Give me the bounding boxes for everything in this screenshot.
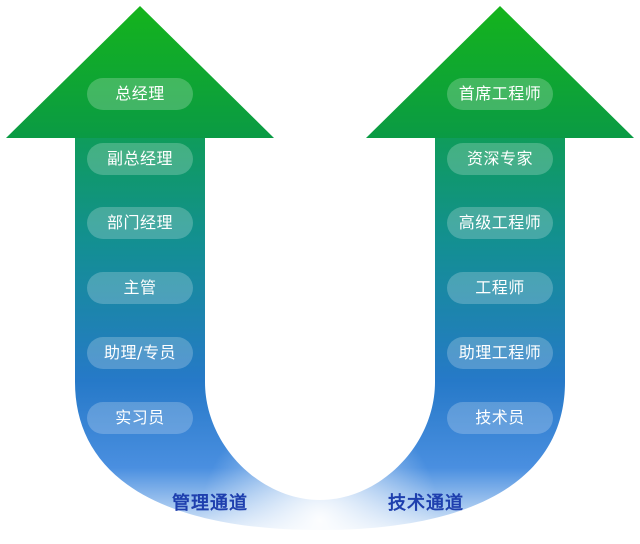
management-level-2: 副总经理: [87, 143, 193, 175]
u-body: [75, 135, 565, 530]
technical-level-6: 技术员: [447, 402, 553, 434]
left-arrow-head: [6, 6, 274, 138]
technical-level-5: 助理工程师: [447, 337, 553, 369]
technical-track-label: 技术通道: [388, 493, 464, 514]
management-level-1: 总经理: [87, 78, 193, 110]
management-track-label: 管理通道: [172, 493, 248, 514]
technical-level-4: 工程师: [447, 272, 553, 304]
right-arrow-head: [366, 6, 634, 138]
technical-level-3: 高级工程师: [447, 207, 553, 239]
management-level-6: 实习员: [87, 402, 193, 434]
technical-level-2: 资深专家: [447, 143, 553, 175]
management-level-3: 部门经理: [87, 207, 193, 239]
technical-level-1: 首席工程师: [447, 78, 553, 110]
management-level-5: 助理/专员: [87, 337, 193, 369]
management-level-4: 主管: [87, 272, 193, 304]
